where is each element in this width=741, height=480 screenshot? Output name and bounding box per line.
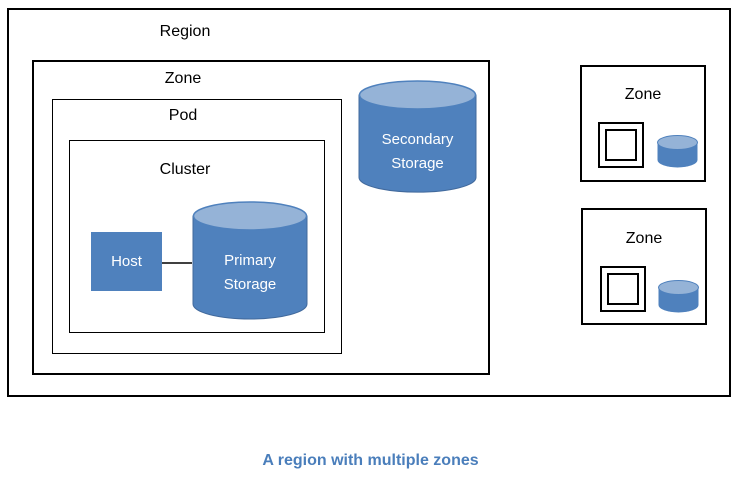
region-label: Region bbox=[159, 23, 211, 40]
host-node: Host bbox=[91, 232, 162, 291]
nested-squares-icon bbox=[600, 266, 646, 312]
zone3-label: Zone bbox=[625, 230, 663, 247]
cylinder-icon bbox=[192, 201, 308, 320]
primary-storage-cylinder: Primary Storage bbox=[192, 201, 308, 320]
zone3-box bbox=[581, 208, 707, 325]
zone-box bbox=[32, 60, 490, 375]
cylinder-icon bbox=[658, 280, 699, 313]
inner-square bbox=[605, 129, 637, 161]
zone2-box bbox=[580, 65, 706, 182]
nested-squares-icon bbox=[598, 122, 644, 168]
zone3-storage-cylinder bbox=[658, 280, 699, 313]
cylinder-icon bbox=[657, 135, 698, 168]
inner-square bbox=[607, 273, 639, 305]
secondary-storage-label: Secondary Storage bbox=[381, 131, 454, 172]
secondary-storage-cylinder: Secondary Storage bbox=[358, 80, 477, 193]
host-storage-connector bbox=[162, 262, 192, 264]
cluster-label: Cluster bbox=[159, 161, 211, 178]
pod-label: Pod bbox=[168, 107, 198, 124]
region-box bbox=[7, 8, 731, 397]
cylinder-icon bbox=[358, 80, 477, 193]
zone2-storage-cylinder bbox=[657, 135, 698, 168]
pod-box bbox=[52, 99, 342, 354]
zone2-label: Zone bbox=[624, 86, 662, 103]
diagram-caption: A region with multiple zones bbox=[262, 452, 479, 469]
cluster-box bbox=[69, 140, 325, 333]
zone-label: Zone bbox=[164, 70, 202, 87]
primary-storage-label: Primary Storage bbox=[223, 252, 277, 293]
host-label: Host bbox=[111, 253, 142, 270]
